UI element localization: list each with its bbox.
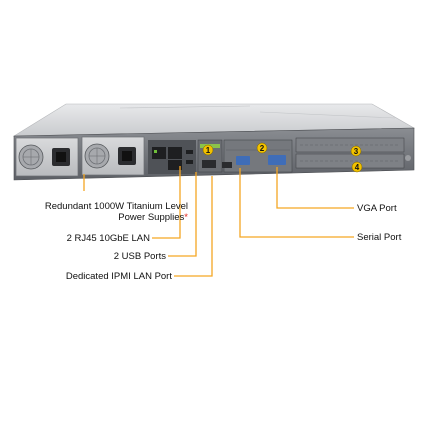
slot-badge-4: 4 xyxy=(351,161,363,173)
svg-text:2: 2 xyxy=(260,144,265,153)
pcie-slot-2 xyxy=(222,139,293,173)
usb-port-icon xyxy=(186,150,193,154)
io-panel xyxy=(148,140,196,174)
usb-port-icon xyxy=(186,160,193,164)
leader-usb xyxy=(168,172,197,257)
slot-badge-2: 2 xyxy=(256,142,268,154)
leader-serial xyxy=(239,168,354,238)
callout-psu: Redundant 1000W Titanium Level Power Sup… xyxy=(4,201,188,223)
leader-vga xyxy=(276,167,354,209)
pcie-slot-1 xyxy=(197,139,223,173)
pcie-slot-4 xyxy=(295,153,411,169)
leader-ipmi xyxy=(174,176,213,277)
rj45-port-icon xyxy=(168,160,182,170)
footnote-mark: * xyxy=(184,212,188,223)
power-supply-2 xyxy=(81,136,145,176)
callout-usb: 2 USB Ports xyxy=(113,251,166,262)
leader-lines xyxy=(83,166,354,277)
svg-text:1: 1 xyxy=(206,146,211,155)
leader-lan xyxy=(152,166,181,239)
pcie-slot-3 xyxy=(295,137,405,153)
callout-psu-line1: Redundant 1000W Titanium Level xyxy=(44,201,188,212)
callout-vga: VGA Port xyxy=(357,203,397,214)
callout-lan: 2 RJ45 10GbE LAN xyxy=(66,233,150,244)
slot-badge-3: 3 xyxy=(350,145,362,157)
callout-psu-line2: Power Supplies xyxy=(118,212,185,223)
callout-psu-line2-wrap: Power Supplies* xyxy=(4,212,188,223)
serial-port-icon xyxy=(236,156,250,165)
callout-serial: Serial Port xyxy=(357,232,402,243)
slot-badge-1: 1 xyxy=(202,144,214,156)
svg-text:4: 4 xyxy=(355,163,360,172)
vga-port-icon xyxy=(268,155,286,165)
rj45-port-icon xyxy=(168,147,182,159)
callout-ipmi: Dedicated IPMI LAN Port xyxy=(65,271,172,282)
power-supply-1 xyxy=(15,137,79,177)
svg-text:3: 3 xyxy=(354,147,359,156)
